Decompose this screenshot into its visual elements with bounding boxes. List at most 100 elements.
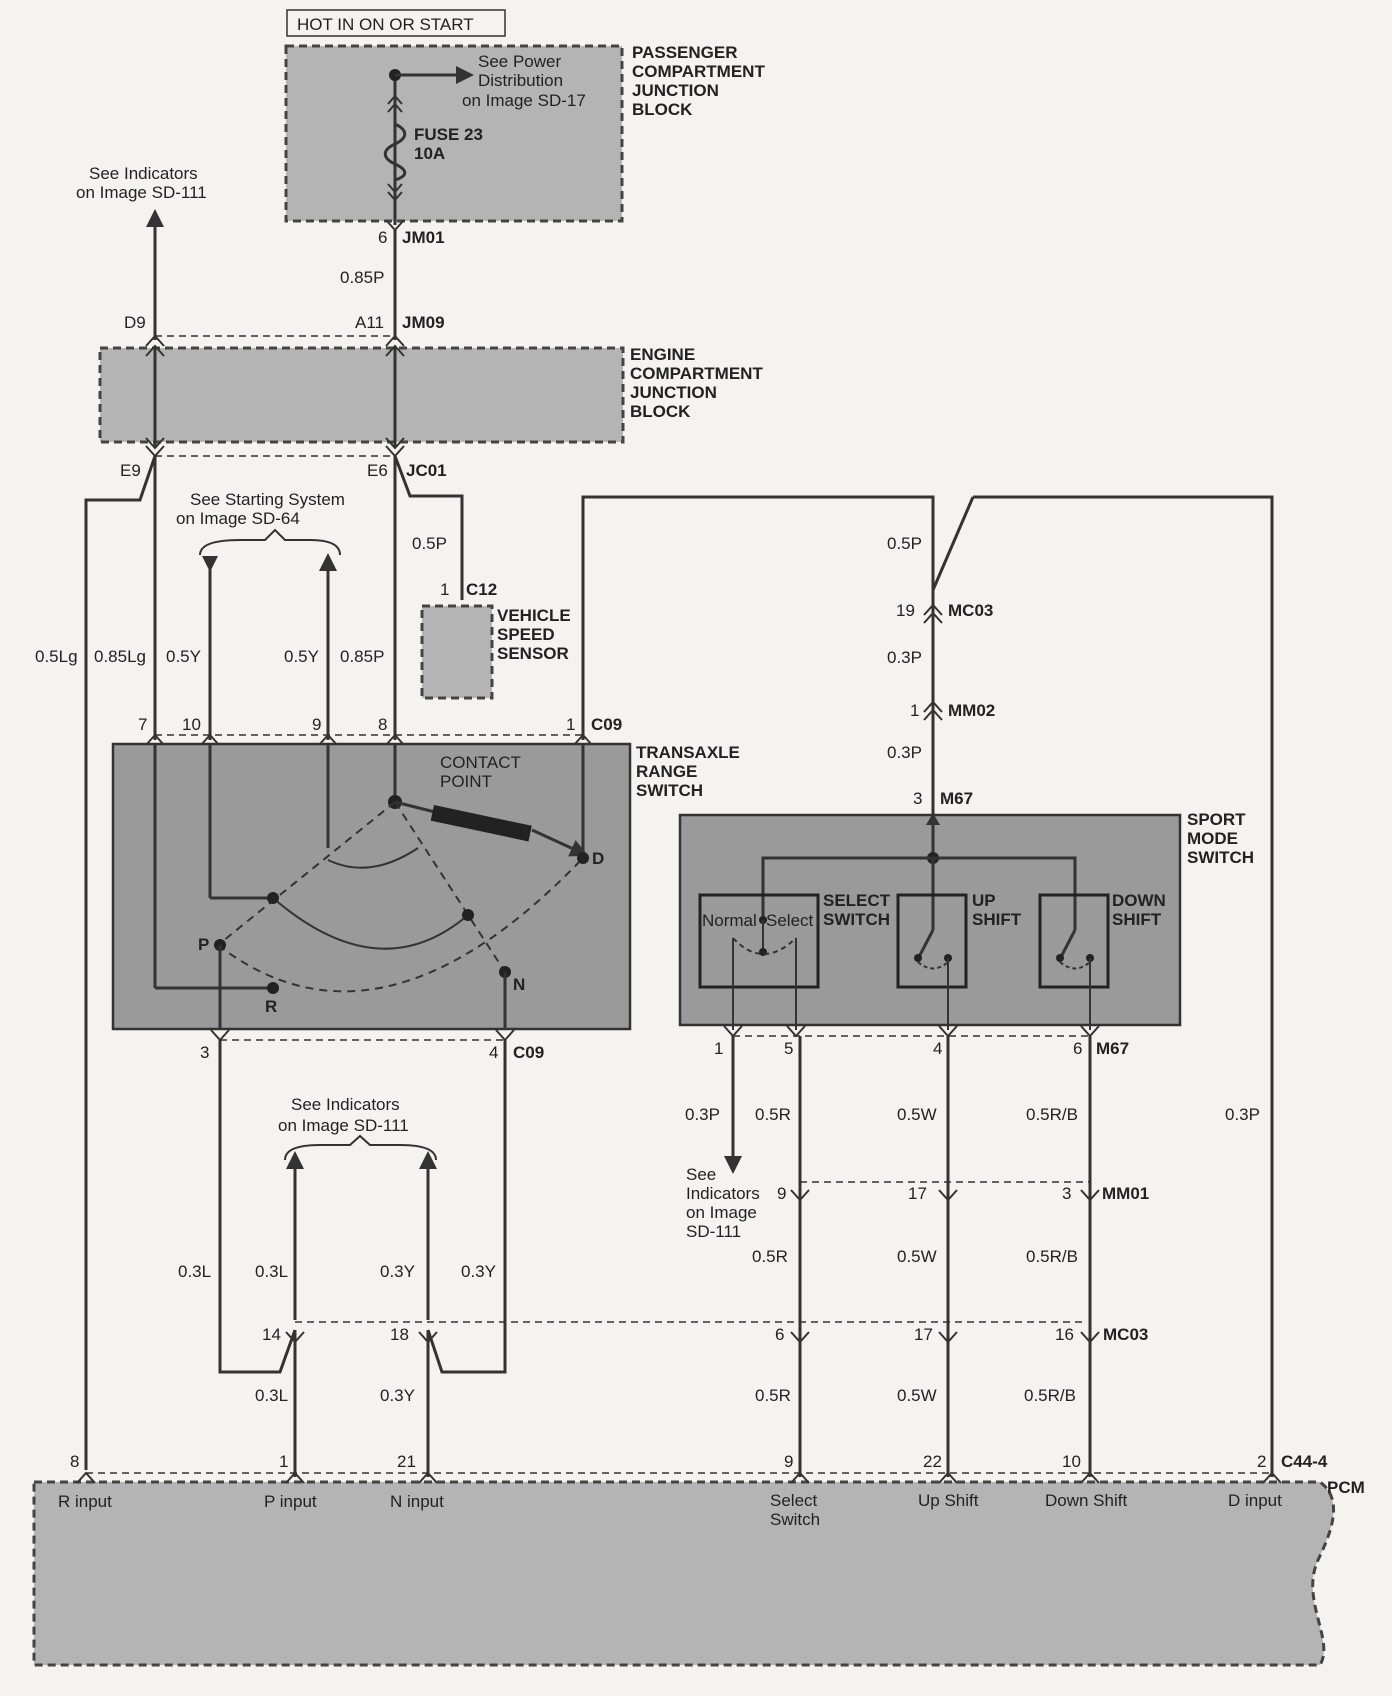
- wire-05rb-a: 0.5R/B: [1026, 1105, 1078, 1124]
- wire-085p-b: 0.85P: [340, 647, 384, 666]
- wire-03y-a: 0.3Y: [380, 1262, 415, 1281]
- pcjb-name-1: PASSENGER: [632, 43, 738, 62]
- ecjb-name-1: ENGINE: [630, 345, 695, 364]
- conn-mc03-bottom: MC03: [1103, 1325, 1148, 1344]
- wire-05rb-b: 0.5R/B: [1026, 1247, 1078, 1266]
- wire-05w-b: 0.5W: [897, 1247, 937, 1266]
- pin-mc03-17: 17: [914, 1325, 933, 1344]
- pin-m67-5: 5: [784, 1039, 793, 1058]
- wire-05y-b: 0.5Y: [284, 647, 319, 666]
- sms-select-1: SELECT: [823, 891, 891, 910]
- ecjb-name-2: COMPARTMENT: [630, 364, 763, 383]
- conn-jc01: JC01: [406, 461, 447, 480]
- wire-05rb-c: 0.5R/B: [1024, 1386, 1076, 1405]
- pin-mc03-18: 18: [390, 1325, 409, 1344]
- wire-05w-a: 0.5W: [897, 1105, 937, 1124]
- indicators-top-2: on Image SD-111: [76, 183, 207, 202]
- trs-internals: [153, 745, 589, 1030]
- conn-mc03-top: MC03: [948, 601, 993, 620]
- wire-03p-c: 0.3P: [685, 1105, 720, 1124]
- pcm-input-select-2: Switch: [770, 1510, 820, 1529]
- pin-mc03-19: 19: [896, 601, 915, 620]
- pin-c09-8: 8: [378, 715, 387, 734]
- pin-mc03-6: 6: [775, 1325, 784, 1344]
- wire-03l-b: 0.3L: [255, 1262, 288, 1281]
- pin-jm01-6: 6: [378, 228, 387, 247]
- pin-pcm-9: 9: [784, 1452, 793, 1471]
- trs-pos-r: R: [265, 997, 277, 1016]
- pin-m67-4: 4: [933, 1039, 942, 1058]
- wire-05r-c: 0.5R: [755, 1386, 791, 1405]
- pcjb-see-2: Distribution: [478, 71, 563, 90]
- wire-05lg: 0.5Lg: [35, 647, 78, 666]
- pin-c09-9: 9: [312, 715, 321, 734]
- ecjb-name-4: BLOCK: [630, 402, 691, 421]
- trs-name-2: RANGE: [636, 762, 697, 781]
- sms-down-2: SHIFT: [1112, 910, 1162, 929]
- trs-pos-n: N: [513, 975, 525, 994]
- pin-jm09-d9: D9: [124, 313, 146, 332]
- starting-1: See Starting System: [190, 490, 345, 509]
- pin-c12-1: 1: [440, 580, 449, 599]
- wire-05y-a: 0.5Y: [166, 647, 201, 666]
- pcm-input-r: R input: [58, 1492, 112, 1511]
- wire-03l-c: 0.3L: [255, 1386, 288, 1405]
- starting-brace: [199, 528, 341, 556]
- wire-05r-a: 0.5R: [755, 1105, 791, 1124]
- pcm-module: [32, 1480, 1336, 1667]
- conn-m67-bottom: M67: [1096, 1039, 1129, 1058]
- sms-name-1: SPORT: [1187, 810, 1246, 829]
- transaxle-range-switch: [111, 742, 632, 1031]
- sms-select-2: SWITCH: [823, 910, 890, 929]
- pin-mm02-1: 1: [910, 701, 919, 720]
- pin-pcm-10: 10: [1062, 1452, 1081, 1471]
- wire-03p-a: 0.3P: [887, 648, 922, 667]
- conn-c09-top: C09: [591, 715, 622, 734]
- trs-pos-d: D: [592, 849, 604, 868]
- sms-name-3: SWITCH: [1187, 848, 1254, 867]
- pcjb-name-2: COMPARTMENT: [632, 62, 765, 81]
- pcjb-name-3: JUNCTION: [632, 81, 719, 100]
- pin-c09-7: 7: [138, 715, 147, 734]
- pin-c09-3: 3: [200, 1043, 209, 1062]
- indicators-top-1: See Indicators: [89, 164, 198, 183]
- conn-c12: C12: [466, 580, 497, 599]
- sms-up-2: SHIFT: [972, 910, 1022, 929]
- pin-pcm-21: 21: [397, 1452, 416, 1471]
- pcm-input-n: N input: [390, 1492, 444, 1511]
- pin-pcm-2: 2: [1257, 1452, 1266, 1471]
- wire-03y-c: 0.3Y: [380, 1386, 415, 1405]
- sms-internals: [698, 815, 1110, 1030]
- indicators-side-3: on Image: [686, 1203, 757, 1222]
- wire-03p-b: 0.3P: [887, 743, 922, 762]
- conn-jm01: JM01: [402, 228, 445, 247]
- hot-label-box: [286, 9, 506, 37]
- pcjb-name-4: BLOCK: [632, 100, 693, 119]
- pin-mm01-17: 17: [908, 1184, 927, 1203]
- sms-up-1: UP: [972, 891, 996, 910]
- wire-05w-c: 0.5W: [897, 1386, 937, 1405]
- conn-c44-4: C44-4: [1281, 1452, 1328, 1471]
- pin-jc01-e9: E9: [120, 461, 141, 480]
- engine-compartment-junction-block: [98, 346, 625, 444]
- trs-contact-2: POINT: [440, 772, 492, 791]
- pin-m67-1: 1: [714, 1039, 723, 1058]
- trs-pos-p: P: [198, 935, 209, 954]
- pin-pcm-8: 8: [70, 1452, 79, 1471]
- fuse-label-2: 10A: [414, 144, 445, 163]
- pcm-input-p: P input: [264, 1492, 317, 1511]
- conn-c09-bottom: C09: [513, 1043, 544, 1062]
- wire-03y-b: 0.3Y: [461, 1262, 496, 1281]
- pcjb-see-1: See Power: [478, 52, 561, 71]
- starting-2: on Image SD-64: [176, 509, 300, 528]
- pcm-name: PCM: [1327, 1478, 1365, 1497]
- vehicle-speed-sensor: [420, 604, 494, 700]
- wire-03p-d: 0.3P: [1225, 1105, 1260, 1124]
- sms-normal: Normal: [702, 911, 757, 930]
- trs-contact-1: CONTACT: [440, 753, 521, 772]
- vss-name-1: VEHICLE: [497, 606, 571, 625]
- ecjb-name-3: JUNCTION: [630, 383, 717, 402]
- indicators-side-2: Indicators: [686, 1184, 760, 1203]
- wire-05p-b: 0.5P: [887, 534, 922, 553]
- pin-mm01-9: 9: [777, 1184, 786, 1203]
